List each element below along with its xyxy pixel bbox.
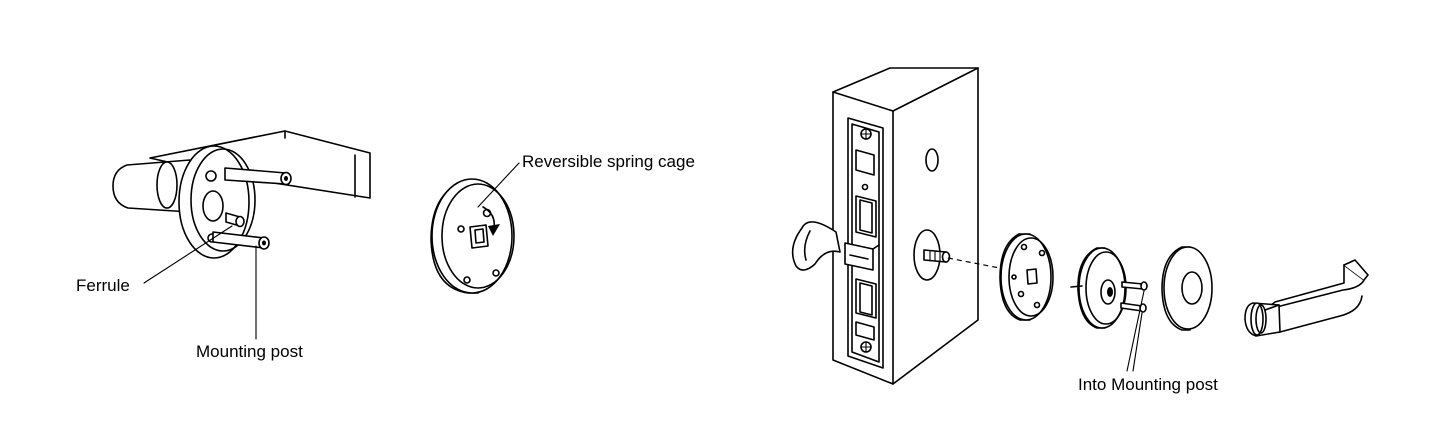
assembly-axis bbox=[947, 257, 1011, 271]
outside-lever bbox=[1244, 259, 1369, 337]
inside-lever bbox=[791, 221, 841, 271]
label-ferrule: Ferrule bbox=[76, 276, 130, 295]
into-mounting-post-leaders bbox=[1126, 290, 1145, 372]
label-mounting-post: Mounting post bbox=[196, 342, 303, 361]
lever-rose-assembly bbox=[112, 130, 371, 259]
spring-cage-right bbox=[999, 233, 1054, 321]
label-reversible-spring-cage: Reversible spring cage bbox=[522, 152, 695, 171]
reversible-spring-cage-drawing bbox=[430, 178, 515, 294]
spring-cage-leader bbox=[477, 162, 520, 208]
ferrule-leader bbox=[143, 225, 233, 284]
mortise-lock-body bbox=[832, 67, 979, 385]
mounting-plate bbox=[1070, 247, 1148, 329]
rose-cover bbox=[1161, 246, 1213, 331]
label-into-mounting-post: Into Mounting post bbox=[1078, 375, 1218, 394]
